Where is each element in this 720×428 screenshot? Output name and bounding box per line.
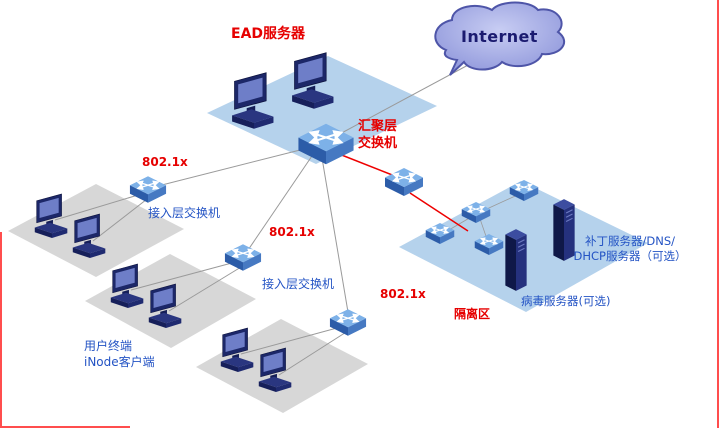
ead-server-label: EAD服务器 <box>231 26 306 42</box>
link-switch1-to-pc <box>54 191 149 221</box>
link-switch2-to-pc <box>130 259 244 291</box>
access-switch-3-icon <box>330 309 366 336</box>
mid-switch-icon <box>385 168 423 196</box>
access-switch-label-2: 接入层交换机 <box>262 277 335 291</box>
page-border-bottom <box>0 426 130 428</box>
link-switch3-to-pc <box>240 324 349 355</box>
link-internet-to-agg-switch <box>335 63 471 137</box>
access-switch-1-icon <box>130 176 166 203</box>
page-border-left <box>0 232 2 428</box>
link-switch1-to-pc <box>92 195 152 242</box>
red-link-mid-switch-to-isolation <box>409 192 469 232</box>
aggregation-switch-label-line1: 汇聚层 <box>358 119 398 134</box>
dot1x-label-3: 802.1x <box>380 287 426 301</box>
page-border-right <box>717 0 719 428</box>
red-link-agg-to-mid-switch <box>333 151 401 179</box>
access-switch-label-1: 接入层交换机 <box>148 206 221 220</box>
virus-server-label: 病毒服务器(可选) <box>521 294 611 308</box>
access-switch-2-icon <box>225 244 261 271</box>
user-terminal-label-line2: iNode客户端 <box>84 354 155 369</box>
network-links-gray <box>54 63 525 376</box>
link-switch2-to-pc <box>168 263 247 312</box>
patch-dns-dhcp-server-label-line2: DHCP服务器（可选） <box>573 248 687 263</box>
link-agg-to-access-switch-3 <box>321 157 350 319</box>
network-links-red <box>333 151 469 232</box>
internet-cloud-icon <box>434 1 565 76</box>
patch-dns-dhcp-server-label: 补丁服务器/DNS/ DHCP服务器（可选） <box>545 234 715 264</box>
user-terminal-label-line1: 用户终端 <box>84 339 133 353</box>
dot1x-label-1: 802.1x <box>142 155 188 169</box>
link-switch3-to-pc <box>278 328 352 376</box>
link-agg-to-access-switch-2 <box>243 152 315 257</box>
ead-server-platform <box>207 56 437 164</box>
link-agg-to-access-switch-1 <box>149 147 309 189</box>
user-terminal-label: 用户终端 iNode客户端 <box>84 339 155 370</box>
dot1x-label-2: 802.1x <box>269 225 315 239</box>
internet-label: Internet <box>461 27 538 46</box>
aggregation-switch-label-line2: 交换机 <box>358 135 398 151</box>
patch-dns-dhcp-server-label-line1: 补丁服务器/DNS/ <box>584 234 675 248</box>
aggregation-switch-label: 汇聚层 交换机 <box>358 119 397 153</box>
virus-server-icon <box>504 228 528 292</box>
isolation-zone-label: 隔离区 <box>454 307 491 321</box>
